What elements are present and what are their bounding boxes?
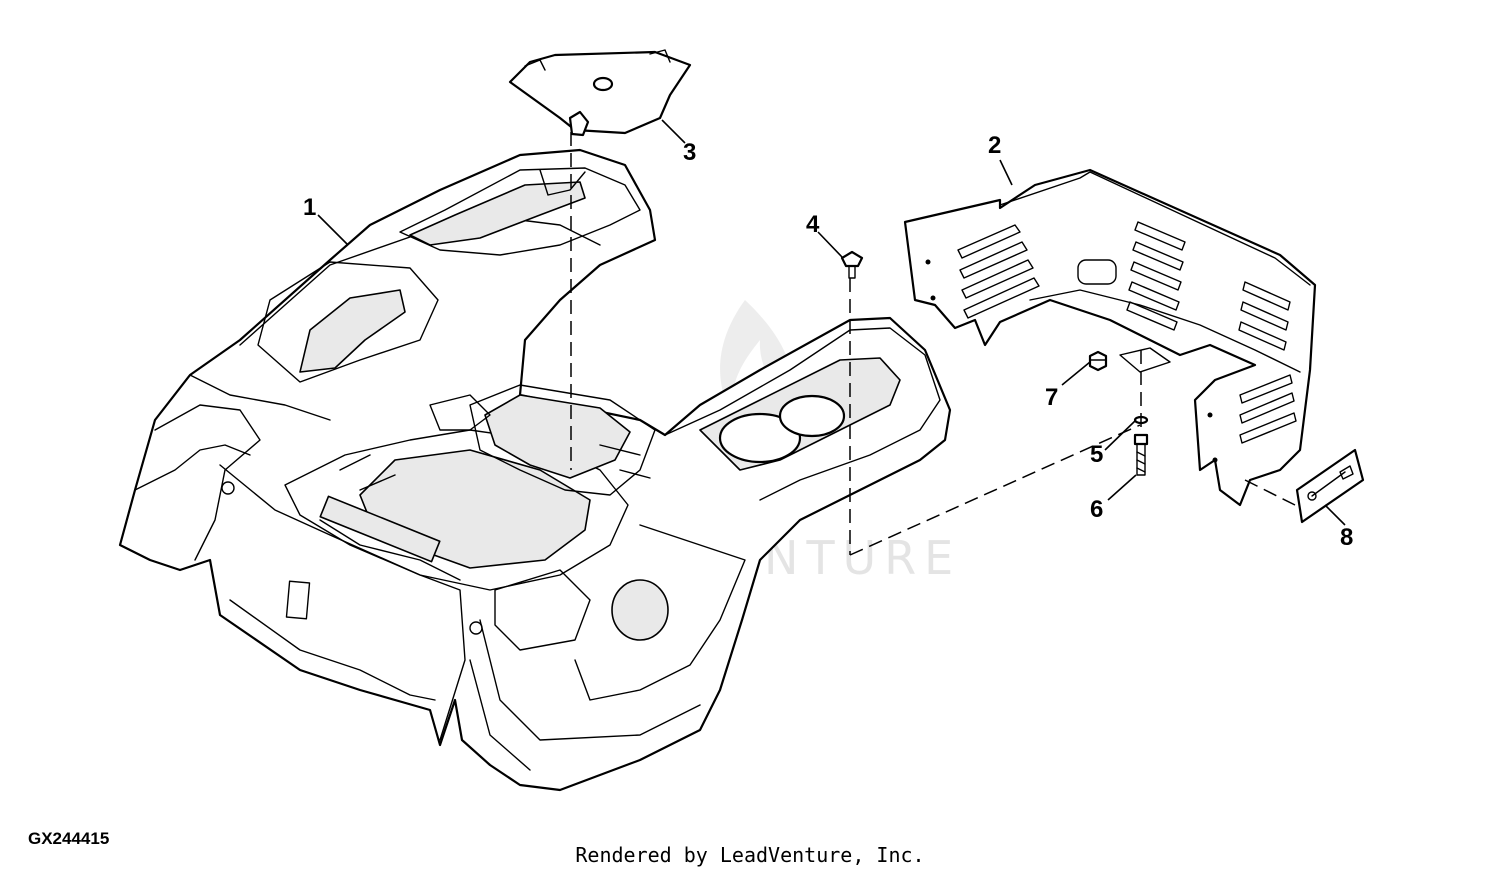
left-louvers (957, 224, 1040, 319)
dash-shield-to-label (1244, 479, 1296, 506)
shield-outline (903, 168, 1317, 507)
right-fender-lower (494, 569, 591, 651)
render-credit: Rendered by LeadVenture, Inc. (575, 843, 925, 867)
callouts: 1 2 3 4 5 6 7 8 (303, 132, 1353, 551)
tub-bracket (429, 394, 491, 431)
middle-louvers (1126, 221, 1186, 331)
shield-hole-4 (1212, 457, 1218, 463)
cover-plate-knob (592, 76, 614, 92)
seat-pod-slot (539, 169, 586, 196)
part-6-bolt (1133, 433, 1149, 476)
callout-5: 5 (1090, 441, 1103, 468)
mount-hole-left (221, 481, 235, 495)
lower-panel-slot (285, 580, 311, 620)
tub-cavity (469, 384, 656, 496)
cup-holder-upper (718, 412, 802, 464)
cross-member (319, 519, 461, 581)
seat-pod-recess (409, 181, 586, 246)
part-4-plug (840, 250, 864, 279)
figure-code: GX244415 (28, 829, 110, 848)
battery-tray-frame (284, 429, 629, 591)
shield-slot (1077, 259, 1117, 285)
left-fender-edge (189, 374, 331, 421)
shield-bracket (1119, 347, 1171, 373)
seat-pod-top (399, 167, 641, 256)
cup-holder-upper-2 (778, 394, 846, 438)
part-7-nut (1088, 350, 1108, 372)
shield-hole-2 (930, 295, 936, 301)
shield-inner-curve (1029, 289, 1301, 373)
callout-6: 6 (1090, 496, 1103, 523)
part-1-rear-body (118, 148, 952, 792)
cover-plate-latch (568, 110, 590, 137)
mount-hole-right (469, 621, 483, 635)
shield-hole-3 (1207, 412, 1213, 418)
assembly-lines (570, 132, 1296, 556)
callout-1: 1 (303, 194, 316, 221)
callout-4: 4 (806, 211, 820, 238)
callout-8: 8 (1340, 524, 1353, 551)
shield-top-edge (999, 171, 1311, 286)
left-fender-lip (134, 444, 251, 491)
part-8-label (1295, 448, 1365, 524)
leader-lines (317, 119, 1346, 526)
right-fender-face (574, 524, 746, 701)
left-fender-opening (257, 261, 439, 383)
right-fender-top (664, 327, 941, 501)
right-fender-skirt (479, 619, 701, 741)
callout-3: 3 (683, 139, 696, 166)
callout-7: 7 (1045, 384, 1058, 411)
left-fender-pillar (154, 404, 261, 561)
part-2-rear-shield (903, 168, 1317, 507)
cover-plate-tabs (524, 49, 671, 71)
left-fender-opening-inner (299, 289, 406, 373)
dash-fender-to-shield (849, 424, 1141, 556)
tub-cavity-wall (484, 394, 631, 479)
lower-panel-ribs (229, 599, 436, 701)
right-louvers (1238, 281, 1297, 444)
center-ribs (339, 444, 651, 491)
right-fender-skirt-2 (469, 659, 531, 771)
shield-hole-1 (925, 259, 931, 265)
cup-holder-lower (611, 579, 669, 641)
cross-bar (319, 495, 441, 563)
callout-2: 2 (988, 132, 1001, 159)
part-3-cover-plate (508, 49, 692, 137)
